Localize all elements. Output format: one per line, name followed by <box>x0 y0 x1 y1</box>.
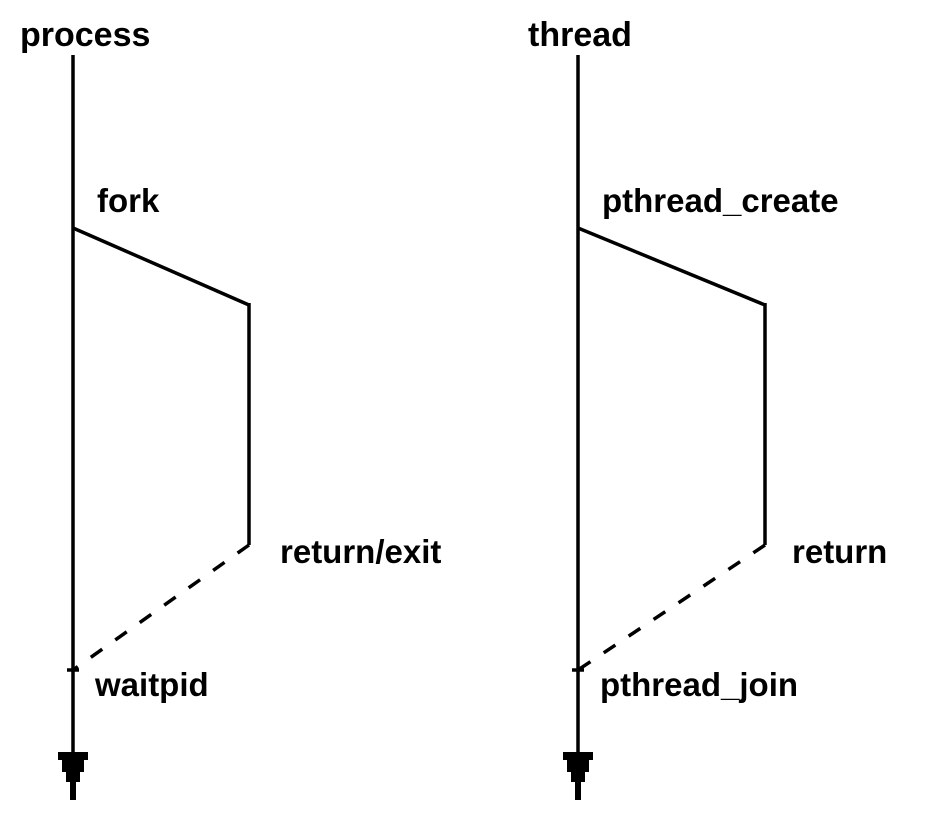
process-return-dashed-line <box>71 543 251 672</box>
lane-title-thread: thread <box>528 16 632 54</box>
thread-arrowhead-icon <box>563 752 593 800</box>
label-return-exit: return/exit <box>280 533 442 570</box>
lane-title-process: process <box>20 16 151 54</box>
lane-thread-lines <box>563 55 767 800</box>
label-pthread-create: pthread_create <box>602 182 839 219</box>
label-return: return <box>792 533 888 570</box>
label-fork: fork <box>97 182 160 219</box>
label-pthread-join: pthread_join <box>600 666 799 703</box>
label-waitpid: waitpid <box>95 666 209 703</box>
process-fork-branch-line <box>72 226 250 307</box>
thread-return-dashed-line <box>577 543 766 672</box>
thread-create-branch-line <box>577 226 766 307</box>
lane-process-lines <box>58 55 251 800</box>
process-arrowhead-icon <box>58 752 88 800</box>
